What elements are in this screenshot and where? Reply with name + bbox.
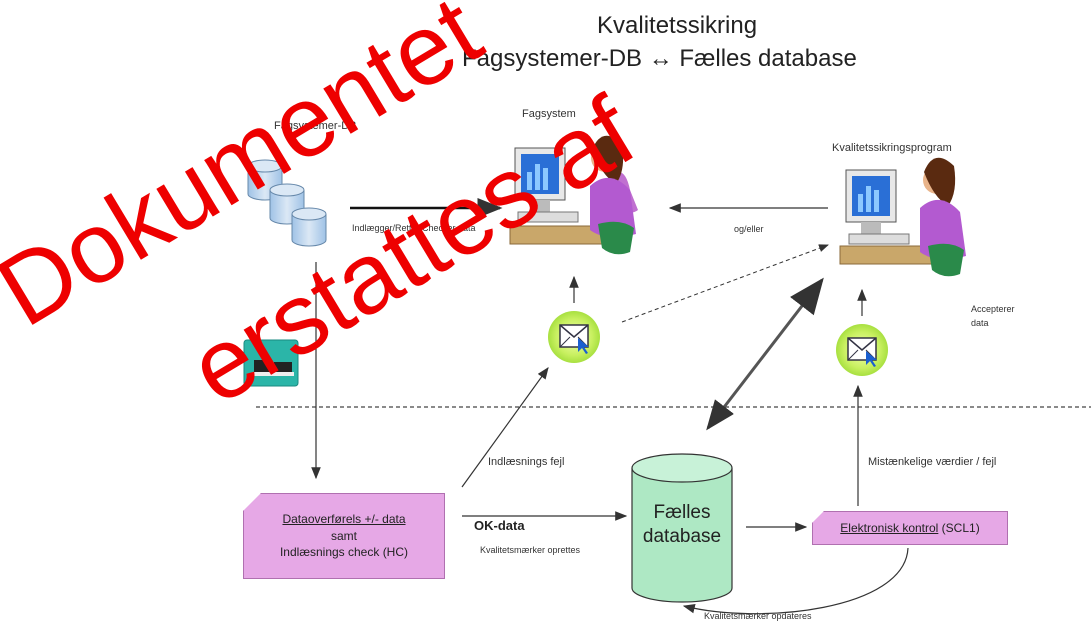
label-accepterer-2: data bbox=[971, 318, 989, 328]
elektronisk-kontrol-box: Elektronisk kontrol (SCL1) bbox=[812, 511, 1008, 545]
label-kvalitetsmaerker-oprettes: Kvalitetsmærker oprettes bbox=[480, 545, 581, 555]
title-line-1: Kvalitetssikring bbox=[597, 12, 758, 39]
fagsystem-computer-icon bbox=[509, 135, 638, 255]
label-indlaegger: Indlægger/Retter/Checker data bbox=[352, 223, 476, 233]
label-mistaenkelige: Mistænkelige værdier / fejl bbox=[868, 456, 997, 468]
email-notification-icon-2 bbox=[836, 324, 888, 376]
arrow-double-kvalitet-db bbox=[706, 277, 824, 431]
label-fagsystem: Fagsystem bbox=[522, 108, 576, 120]
label-og-eller: og/eller bbox=[734, 224, 764, 234]
arrow-dashed-to-kvalitet bbox=[621, 244, 829, 323]
label-kvalitetssikringsprogram: Kvalitetssikringsprogram bbox=[832, 142, 952, 154]
elektronisk-kontrol-underlined: Elektronisk kontrol bbox=[840, 521, 939, 535]
kvalitetssikring-computer-icon bbox=[839, 157, 966, 277]
elektronisk-kontrol-rest: (SCL1) bbox=[938, 521, 980, 535]
label-ok-data: OK-data bbox=[474, 518, 525, 533]
label-accepterer-1: Accepterer bbox=[971, 304, 1015, 314]
faelles-line-2: database bbox=[642, 526, 722, 547]
faelles-database-cylinder bbox=[631, 453, 733, 603]
dataoverforsel-line-2: samt bbox=[330, 529, 357, 543]
database-stack-icon bbox=[247, 159, 327, 247]
dataoverforsel-line-3: Indlæsnings check (HC) bbox=[279, 545, 409, 559]
faelles-line-1: Fælles bbox=[653, 502, 711, 523]
label-kvalitetsmaerker-opdateres: Kvalitetsmærker opdateres bbox=[704, 611, 812, 621]
arrow-kvalitetsmaerker-opdateres bbox=[682, 547, 909, 615]
label-fagsystemer-db: Fagsystemer-DB bbox=[274, 120, 357, 132]
arrow-indlaesnings-fejl bbox=[461, 367, 549, 488]
data-transfer-icon bbox=[243, 339, 299, 387]
elektronisk-kontrol-label: Elektronisk kontrol (SCL1) bbox=[813, 521, 1007, 535]
label-indlaesnings-fejl: Indlæsnings fejl bbox=[488, 456, 565, 468]
title-line-2: Fagsystemer-DB ↔ Fælles database bbox=[462, 45, 857, 72]
email-notification-icon-1 bbox=[548, 311, 600, 363]
dataoverforsel-line-1: Dataoverførels +/- data bbox=[282, 512, 406, 526]
dataoverforsel-box: Dataoverførels +/- data samt Indlæsnings… bbox=[243, 493, 445, 579]
